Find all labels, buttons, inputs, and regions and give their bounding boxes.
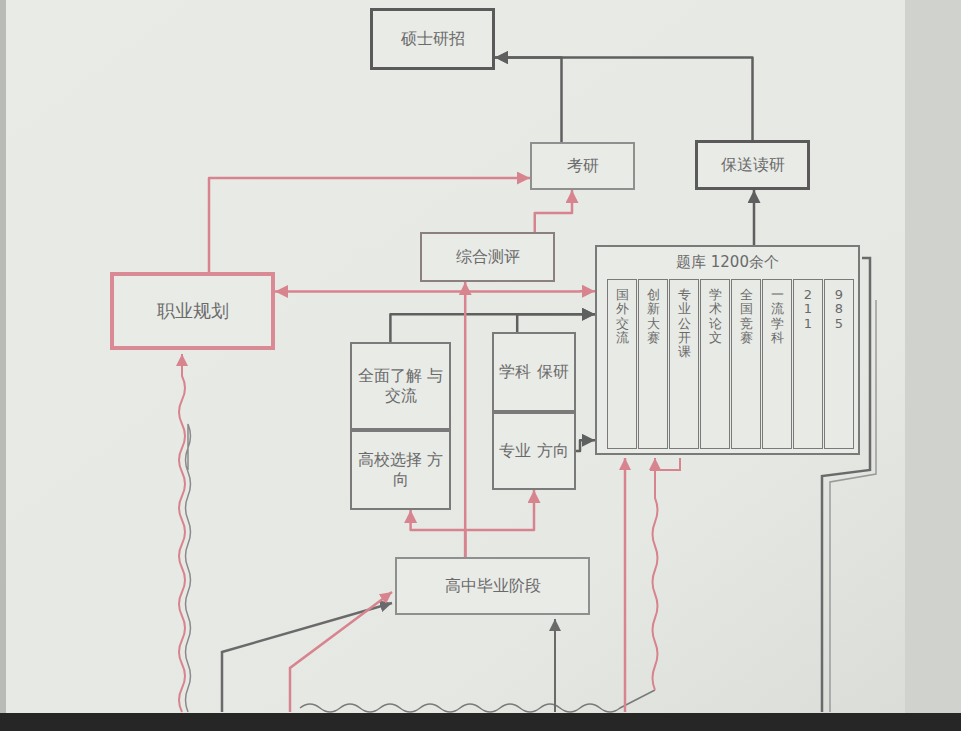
column-label: 全国竞赛 [740,288,753,345]
process-box: 专业 方向 [492,412,576,490]
box-label: 高校选择 方向 [352,450,449,490]
connector [535,190,572,232]
column-cell: 国外交流 [607,279,637,449]
input-arrow [290,592,392,712]
start-box: 高中毕业阶段 [395,557,590,615]
column-label: 学术论文 [709,288,722,345]
process-box: 保送读研 [695,140,810,190]
column-cell: 学术论文 [700,279,730,449]
box-label: 高中毕业阶段 [445,576,541,596]
column-label: 创新大赛 [647,288,660,345]
input-arrow [624,458,627,712]
bracket-line [650,458,680,470]
connector [411,510,466,557]
connector [495,58,753,140]
box-label: 全面了解 与交流 [352,366,449,406]
bracket-line [822,258,870,712]
box-label: 保送读研 [721,155,785,175]
goal-box: 硕士研招 [370,8,495,70]
input-arrow [554,619,556,712]
box-label: 职业规划 [157,300,229,323]
process-box: 全面了解 与交流 [350,342,451,430]
column-cell: 创新大赛 [638,279,668,449]
connector [517,314,595,332]
screen-edge [0,0,6,731]
group-box: 题库 1200余个国外交流 创新大赛 专业公开课 学术论文 全国竞赛 一流学科 211 985 [595,245,860,455]
column-label: 211 [802,288,815,331]
column-cell: 211 [793,279,823,449]
process-box: 考研 [530,142,635,190]
connector [275,290,595,293]
connector [465,490,534,557]
connector [495,58,562,142]
wavy-arrow [653,458,658,690]
connector [209,178,530,272]
connector [576,440,595,451]
wavy-line [186,424,191,712]
column-label: 985 [833,288,846,331]
box-label: 学科 保研 [499,362,568,382]
box-label: 题库 1200余个 [676,253,779,272]
column-cell: 一流学科 [762,279,792,449]
screen-frame [0,713,961,731]
screen-edge [905,0,961,731]
process-box: 高校选择 方向 [350,430,451,510]
column-label: 一流学科 [771,288,784,345]
process-box: 学科 保研 [492,332,576,412]
column-cell: 985 [824,279,854,449]
process-box: 综合测评 [420,232,555,282]
connector [464,282,467,557]
box-label: 专业 方向 [499,441,568,461]
column-label: 国外交流 [616,288,629,345]
connector [753,190,756,245]
box-label: 综合测评 [456,247,520,267]
process-box: 职业规划 [110,272,275,350]
input-arrow [222,603,392,712]
wavy-arrow [179,354,185,712]
box-label: 硕士研招 [401,29,465,49]
column-cell: 专业公开课 [669,279,699,449]
column-cell: 全国竞赛 [731,279,761,449]
box-label: 考研 [567,156,599,176]
wavy-line [300,690,655,712]
column-label: 专业公开课 [678,288,691,359]
